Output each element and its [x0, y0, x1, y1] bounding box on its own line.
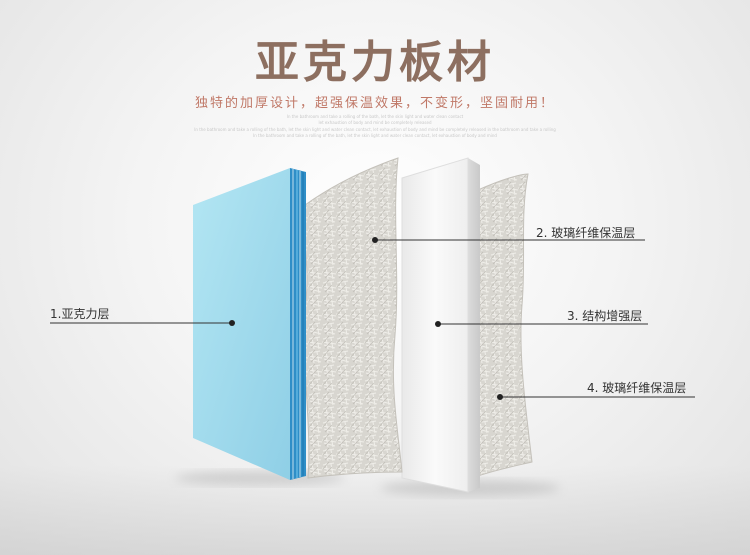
leader-dot-3 [435, 321, 441, 327]
acrylic-panel [193, 168, 290, 480]
leader-dot-4 [497, 394, 503, 400]
acrylic-panel-edge [290, 168, 306, 480]
tagline-line: In the bathroom and take a rolling of th… [194, 127, 556, 132]
structural-board [401, 157, 469, 493]
layer-label-1: 1.亚克力层 [50, 307, 110, 321]
fiber-layer-4 [475, 173, 533, 477]
layer-label-4: 4. 玻璃纤维保温层 [587, 381, 687, 395]
structural-board-side [468, 158, 480, 492]
leader-dot-2 [372, 237, 378, 243]
page-subtitle: 独特的加厚设计，超强保温效果，不变形，坚固耐用！ [194, 96, 555, 111]
tagline-line: let exhaustion of body and mind be compl… [318, 120, 432, 125]
layer-label-2: 2. 玻璃纤维保温层 [536, 226, 636, 240]
layer-label-3: 3. 结构增强层 [567, 309, 643, 323]
tagline-line: In the bathroom and take a rolling of th… [253, 133, 497, 138]
fiber-layer-2 [303, 157, 403, 479]
tagline-line: In the bathroom and take a rolling of th… [286, 114, 464, 119]
page-title: 亚克力板材 [255, 37, 495, 88]
leader-dot-1 [229, 320, 235, 326]
floor-shadow [0, 465, 750, 555]
